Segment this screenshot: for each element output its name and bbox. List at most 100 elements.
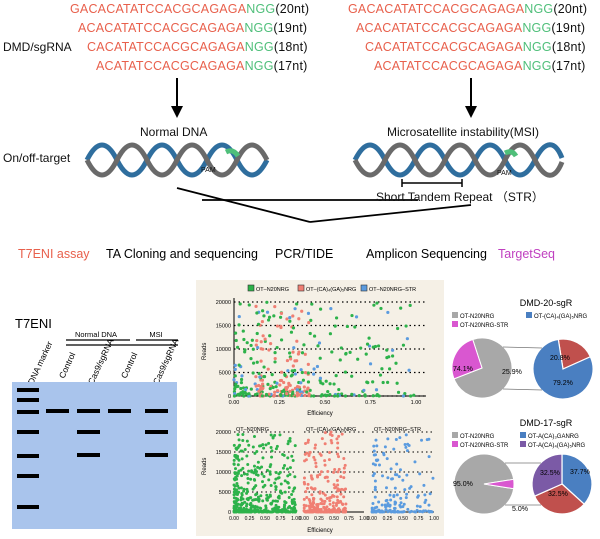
bottom-point: [332, 470, 336, 474]
bottom-point: [393, 486, 397, 490]
top-point: [240, 374, 244, 378]
top-point: [378, 373, 383, 377]
top-point: [409, 394, 413, 398]
reads-efficiency-scatter: OT–N20NRG OT–(CA)₄(GA)₅NRG OT–N20NRG–STR…: [196, 280, 444, 536]
top-point: [297, 393, 302, 397]
top-point: [305, 390, 309, 394]
top-point: [278, 315, 283, 319]
bottom-point: [237, 438, 241, 442]
method-pcr-tide-text: PCR/TIDE: [275, 247, 334, 261]
bottom-point: [241, 510, 245, 514]
bottom-point: [402, 502, 406, 506]
top-point: [375, 301, 379, 305]
bottom-point: [278, 470, 282, 474]
bottom-point: [338, 488, 342, 492]
top-point: [233, 331, 238, 335]
bottom-point: [405, 449, 409, 453]
bottom-point: [274, 477, 278, 481]
method-targetseq-text: TargetSeq: [498, 247, 555, 261]
bottom-point: [331, 501, 335, 505]
bottom-point: [283, 500, 287, 504]
bottom-point: [240, 457, 244, 461]
bottom-point: [409, 485, 413, 489]
bottom-point: [242, 487, 246, 491]
bottom-point: [398, 503, 402, 507]
bottom-point: [409, 509, 413, 513]
bottom-point: [309, 486, 313, 490]
bottom-point: [418, 509, 422, 513]
top-point: [280, 389, 284, 394]
msi-label: Microsatellite instability(MSI): [387, 125, 540, 139]
top-point: [293, 372, 297, 376]
top-point: [315, 364, 320, 369]
pie1-legend-0: OT-N20NRG: [460, 314, 495, 320]
bottom-point: [339, 475, 343, 479]
bottom-point: [318, 452, 322, 456]
bottom-point: [256, 465, 260, 469]
bottom-point: [329, 510, 333, 514]
top-point: [253, 393, 257, 397]
bottom-point: [234, 504, 238, 508]
bottom-point: [288, 466, 292, 470]
bottom-point: [313, 443, 317, 447]
top-point: [261, 382, 265, 386]
bottom-point: [386, 437, 390, 441]
bottom-point: [253, 510, 257, 514]
bottom-point: [374, 458, 378, 462]
bottom-point: [267, 478, 271, 482]
bottom-point: [233, 490, 237, 494]
top-point: [256, 345, 260, 350]
bottom-point: [423, 493, 427, 497]
bottom-point: [401, 478, 405, 482]
bottom-point: [375, 444, 379, 448]
bottom-point: [260, 510, 264, 514]
top-point: [303, 352, 307, 356]
bottom-point: [275, 499, 279, 503]
bottom-point: [282, 453, 286, 457]
bottom-point: [270, 501, 274, 505]
top-point: [285, 385, 290, 389]
bottom-point: [344, 502, 348, 506]
bottom-point: [316, 510, 320, 514]
top-point: [291, 314, 295, 318]
top-point: [250, 338, 254, 342]
top-point: [328, 393, 332, 397]
top-point: [271, 385, 275, 390]
bottom-point: [268, 493, 272, 497]
bottom-point: [276, 505, 280, 509]
bottom-point: [320, 499, 324, 503]
top-point: [255, 339, 259, 343]
bottom-point: [288, 510, 292, 514]
top-point: [323, 393, 327, 397]
bottom-point: [320, 502, 324, 506]
top-point: [283, 373, 287, 378]
top-point: [399, 306, 403, 310]
bottom-point: [371, 501, 375, 505]
bottom-point: [372, 449, 376, 453]
bottom-point: [269, 433, 273, 437]
bottom-point: [313, 458, 317, 462]
bottom-point: [286, 480, 290, 484]
top-point: [247, 392, 251, 396]
pie2-legend-swatch-0: [452, 432, 458, 438]
top-point: [262, 314, 266, 318]
dmd-sgrna-label: DMD/sgRNA: [3, 40, 72, 54]
top-point: [303, 393, 307, 397]
bottom-point: [342, 466, 346, 470]
bottom-point: [323, 463, 327, 467]
bottom-xtick: 0.75: [344, 516, 354, 522]
top-point: [279, 378, 284, 383]
top-point: [260, 387, 264, 391]
top-point: [408, 303, 412, 307]
pie1-legend-1: OT-(CA)₄(GA)₅NRG: [534, 314, 588, 320]
bottom-point: [283, 464, 287, 468]
bottom-point: [260, 480, 264, 484]
bottom-point: [282, 505, 286, 509]
bottom-point: [391, 509, 395, 513]
bottom-point: [254, 469, 258, 473]
bottom-point: [370, 508, 374, 512]
pie2-legend-swatch-2: [452, 441, 458, 447]
top-point: [259, 340, 263, 344]
bottom-ytick: 5000: [219, 490, 231, 496]
top-point: [367, 336, 371, 340]
